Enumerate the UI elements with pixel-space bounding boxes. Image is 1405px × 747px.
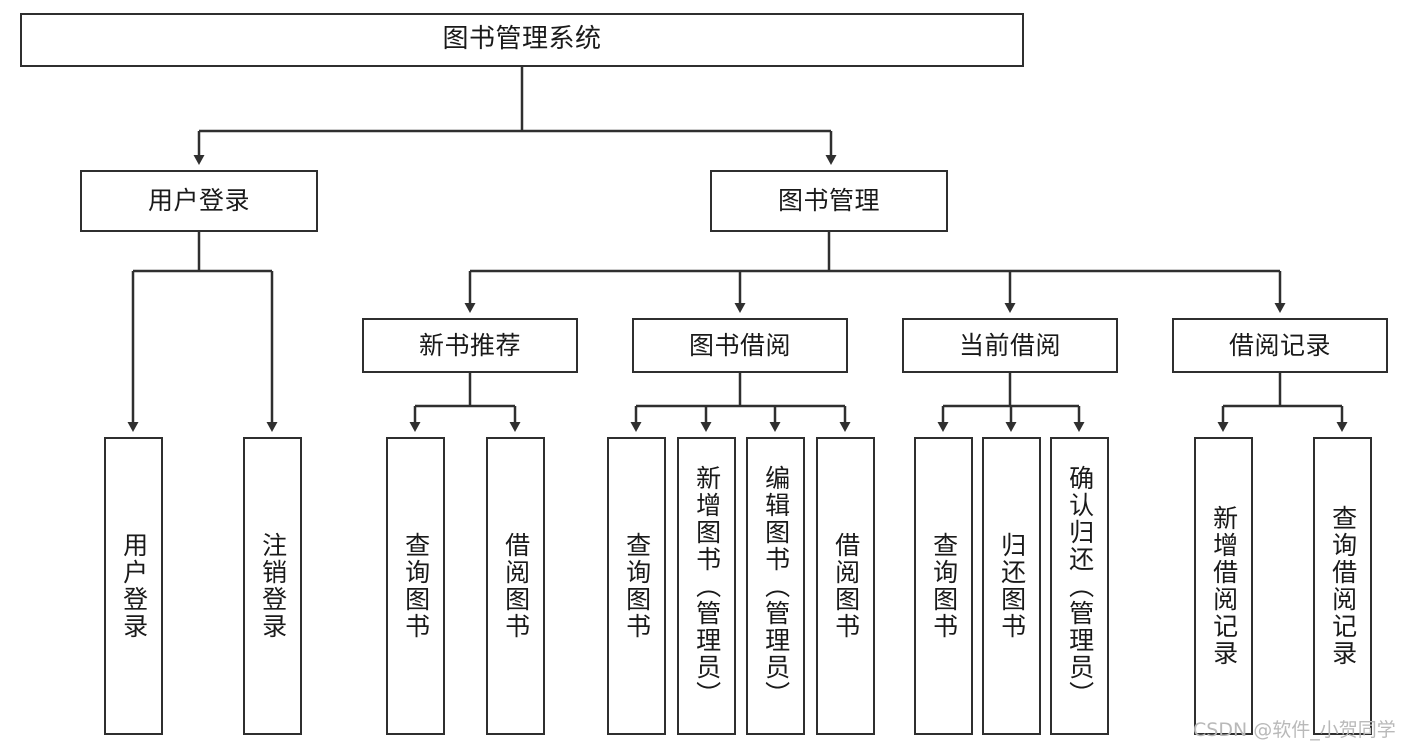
node-user-login[interactable]: 用户登录	[80, 170, 318, 232]
node-leaf-edit-book-admin-label: 编辑图书（管理员）	[761, 464, 791, 708]
node-leaf-add-book-admin-label: 新增图书（管理员）	[692, 464, 722, 708]
node-book-manage-label: 图书管理	[777, 186, 880, 215]
node-leaf-user-login[interactable]: 用户登录	[104, 437, 163, 735]
node-leaf-edit-book-admin[interactable]: 编辑图书（管理员）	[746, 437, 805, 735]
node-leaf-query-book-3-label: 查询图书	[929, 532, 959, 640]
node-leaf-borrow-book-2-label: 借阅图书	[831, 532, 861, 640]
node-new-book-recommend[interactable]: 新书推荐	[362, 318, 578, 373]
node-leaf-add-borrow-record-label: 新增借阅记录	[1209, 505, 1239, 667]
node-book-borrow[interactable]: 图书借阅	[632, 318, 848, 373]
node-book-manage[interactable]: 图书管理	[710, 170, 948, 232]
node-current-borrow-label: 当前借阅	[958, 330, 1061, 360]
node-leaf-query-book-3[interactable]: 查询图书	[914, 437, 973, 735]
node-leaf-borrow-book-1[interactable]: 借阅图书	[486, 437, 545, 735]
node-leaf-user-login-label: 用户登录	[119, 532, 149, 640]
node-borrow-record[interactable]: 借阅记录	[1172, 318, 1388, 373]
node-leaf-query-book-2[interactable]: 查询图书	[607, 437, 666, 735]
node-book-borrow-label: 图书借阅	[688, 330, 791, 360]
node-leaf-logout-login[interactable]: 注销登录	[243, 437, 302, 735]
node-leaf-query-borrow-record[interactable]: 查询借阅记录	[1313, 437, 1372, 735]
node-leaf-query-book-1-label: 查询图书	[401, 532, 431, 640]
node-leaf-logout-login-label: 注销登录	[258, 532, 288, 640]
node-new-book-recommend-label: 新书推荐	[418, 330, 521, 360]
node-root[interactable]: 图书管理系统	[20, 13, 1024, 67]
csdn-watermark: CSDN @软件_小贺同学	[1193, 719, 1396, 741]
node-leaf-confirm-return-admin-label: 确认归还（管理员）	[1065, 464, 1095, 708]
node-leaf-return-book[interactable]: 归还图书	[982, 437, 1041, 735]
node-leaf-query-book-1[interactable]: 查询图书	[386, 437, 445, 735]
node-leaf-borrow-book-1-label: 借阅图书	[501, 532, 531, 640]
node-leaf-return-book-label: 归还图书	[997, 532, 1027, 640]
node-current-borrow[interactable]: 当前借阅	[902, 318, 1118, 373]
node-leaf-confirm-return-admin[interactable]: 确认归还（管理员）	[1050, 437, 1109, 735]
node-leaf-query-borrow-record-label: 查询借阅记录	[1328, 505, 1358, 667]
node-leaf-add-book-admin[interactable]: 新增图书（管理员）	[677, 437, 736, 735]
node-borrow-record-label: 借阅记录	[1228, 330, 1331, 360]
node-leaf-borrow-book-2[interactable]: 借阅图书	[816, 437, 875, 735]
node-root-label: 图书管理系统	[442, 24, 602, 55]
node-leaf-add-borrow-record[interactable]: 新增借阅记录	[1194, 437, 1253, 735]
node-user-login-label: 用户登录	[147, 186, 250, 215]
node-leaf-query-book-2-label: 查询图书	[622, 532, 652, 640]
